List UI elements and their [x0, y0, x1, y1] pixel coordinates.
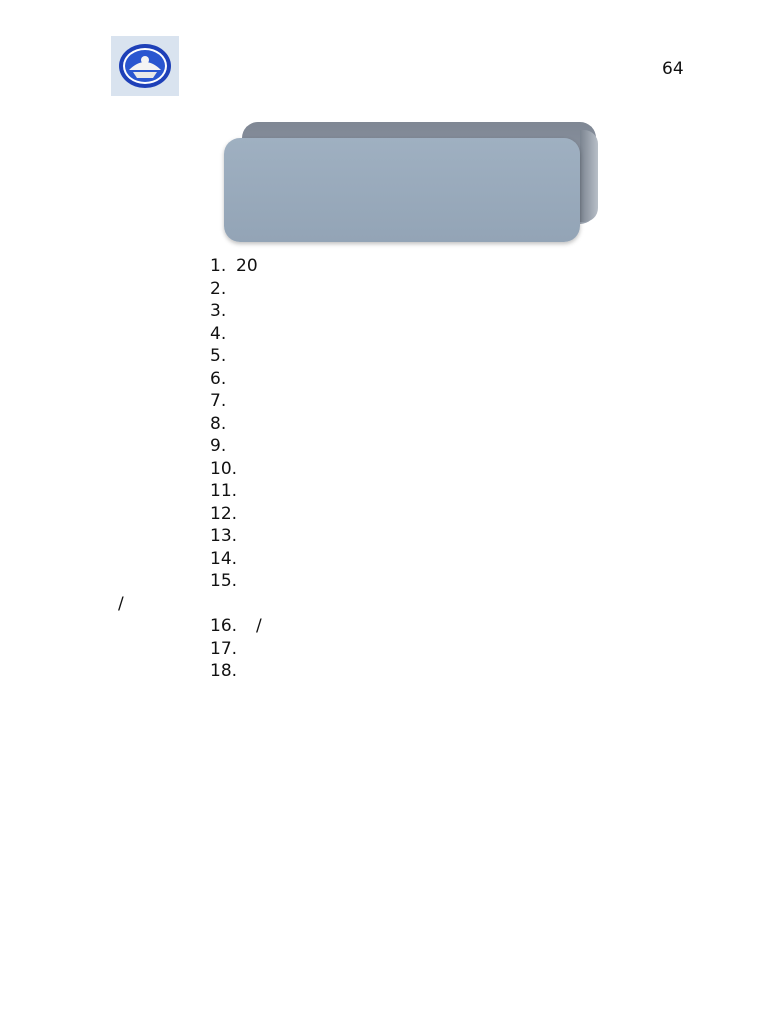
list-item-number: 3. [210, 301, 227, 321]
title-banner-side [580, 130, 598, 222]
list-item: 15. / [0, 570, 768, 615]
title-banner-front [224, 138, 580, 242]
header-line-1 [352, 42, 687, 60]
list-item-number: 5. [210, 346, 227, 366]
list-item-number: 6. [210, 368, 227, 389]
emblem-icon [119, 44, 171, 88]
list-item-number: 1. [210, 256, 227, 276]
list-item-continuation: / [118, 593, 124, 614]
list-item-number: 10. [210, 458, 238, 479]
list-item: 1.20 [0, 255, 768, 278]
list-item-number: 7. [210, 391, 227, 411]
list-item-number: 13. [210, 526, 238, 546]
list-item: 8. [0, 413, 768, 436]
list-item-number: 4. [210, 323, 227, 344]
list-item-number: 2. [210, 278, 227, 299]
list-item-number: 17. [210, 638, 238, 659]
list-item: 2. [0, 278, 768, 301]
list-item-number: 9. [210, 436, 227, 456]
list-item-number: 12. [210, 503, 238, 524]
list-item: 11. [0, 480, 768, 503]
list-item: 6. [0, 368, 768, 391]
header-line-2 [341, 61, 566, 79]
list-item-text: 20 [236, 256, 258, 276]
list-item: 5. [0, 345, 768, 368]
list-item-number: 11. [210, 481, 238, 501]
page-number: 64 [662, 59, 684, 79]
list-item-number: 8. [210, 413, 227, 434]
list-item: 9. [0, 435, 768, 458]
list-item-number: 15. [210, 571, 238, 591]
list-item: 13. [0, 525, 768, 548]
logo [111, 36, 179, 96]
list-item-number: 18. [210, 661, 238, 681]
list-item-number: 16. [210, 616, 238, 636]
list-item: 4. [0, 323, 768, 346]
list-item: 17. [0, 638, 768, 661]
list-item: 10. [0, 458, 768, 481]
list-item: 3. [0, 300, 768, 323]
list-item: 16. / [0, 615, 768, 638]
list-item: 7. [0, 390, 768, 413]
list-item-text: / [256, 616, 262, 636]
list-item: 12. [0, 503, 768, 526]
title-banner [224, 122, 598, 242]
list-item-number: 14. [210, 548, 238, 569]
list-item: 18. [0, 660, 768, 683]
list-item: 14. [0, 548, 768, 571]
